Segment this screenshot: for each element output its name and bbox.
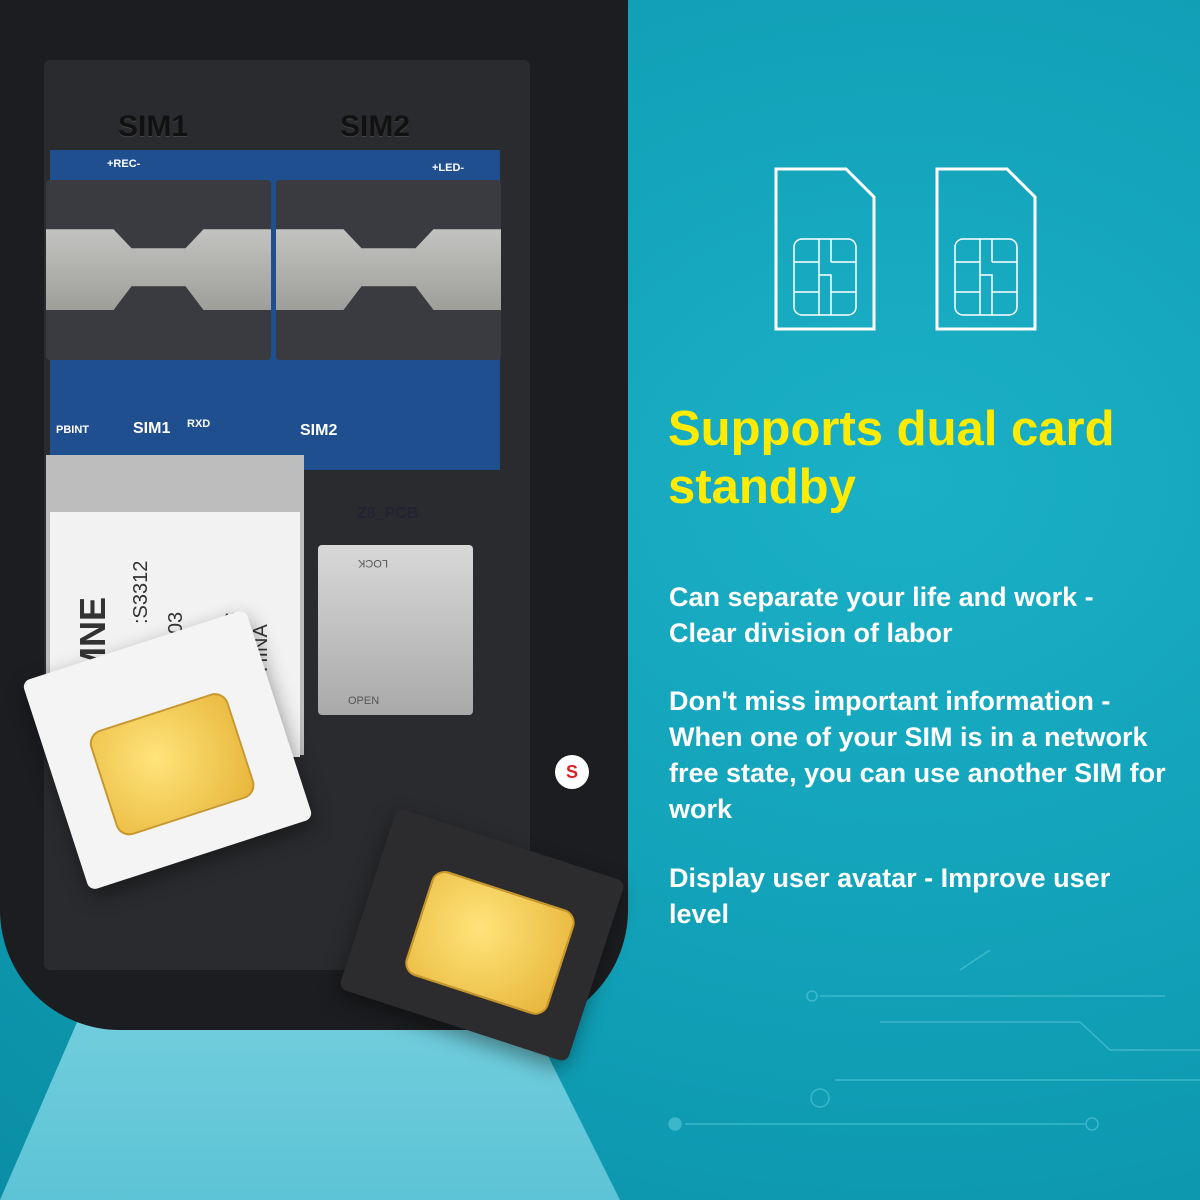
lock-label: LOCK: [358, 557, 388, 569]
sim1-pcb-label: SIM1: [133, 420, 171, 437]
sim-chip: [401, 867, 579, 1019]
microsd-slot: LOCK OPEN: [318, 545, 473, 715]
led-label: +LED-: [432, 162, 465, 174]
feature-2: Don't miss important information - When …: [669, 686, 1166, 824]
rec-label: +REC-: [107, 158, 141, 170]
pcb-label: Z8_PCB: [357, 505, 419, 522]
s-badge: S: [555, 755, 589, 789]
sim1-embossed-label: SIM1: [118, 110, 189, 143]
headline: Supports dual card standby: [668, 402, 1115, 514]
feature-1: Can separate your life and work - Clear …: [669, 582, 1094, 648]
circuit-lines-decoration: [668, 950, 1200, 1131]
sim-card-icon: [774, 167, 876, 331]
sim2-embossed-label: SIM2: [340, 110, 411, 143]
sim2-pcb-label: SIM2: [300, 422, 338, 439]
pbint-label: PBINT: [56, 424, 89, 436]
rxd-label: RXD: [187, 418, 211, 430]
model-text: :S3312: [130, 560, 152, 624]
open-label: OPEN: [348, 695, 380, 707]
sim-card-icon: [935, 167, 1037, 331]
sim-chip: [86, 689, 259, 839]
feature-3: Display user avatar - Improve user level: [669, 863, 1111, 929]
sim1-slot: [46, 180, 271, 360]
sim2-slot: [276, 180, 501, 360]
